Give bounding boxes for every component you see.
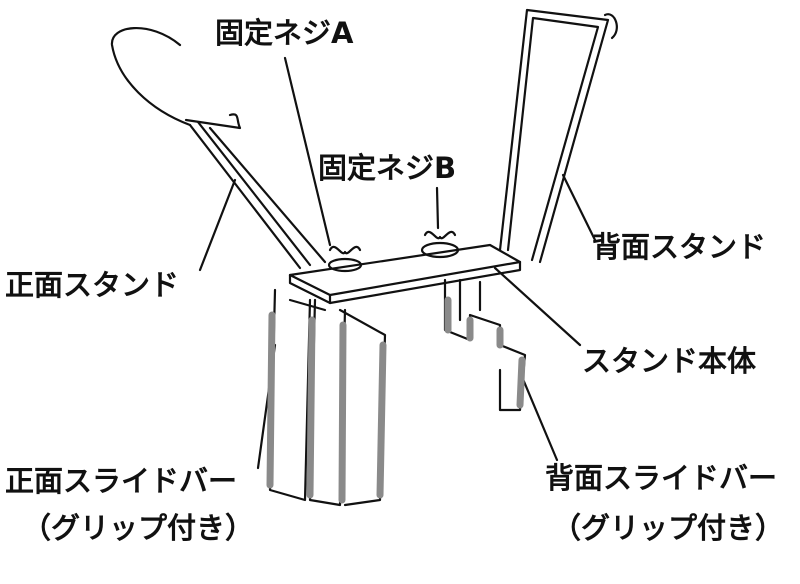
label-front-slide-bar: 正面スライドバー	[5, 464, 238, 498]
stand-body-plate	[288, 243, 522, 297]
front-stand-hook	[110, 27, 192, 127]
label-screw-a: 固定ネジA	[215, 16, 354, 50]
label-stand-body: スタンド本体	[582, 344, 757, 378]
back-stand-frame	[498, 8, 610, 264]
screw-a	[328, 245, 362, 255]
label-back-slide-bar: 背面スライドバー	[545, 461, 778, 495]
label-back-stand: 背面スタンド	[592, 230, 767, 264]
back-slide-bar	[443, 278, 527, 412]
grips	[266, 296, 526, 504]
screw-b	[423, 230, 457, 240]
label-front-slide-bar-note: （グリップ付き）	[22, 511, 255, 545]
front-stand-rail	[188, 123, 302, 270]
front-slide-bar	[268, 288, 312, 502]
label-screw-b: 固定ネジB	[318, 151, 457, 185]
label-front-stand: 正面スタンド	[5, 268, 180, 302]
label-back-slide-bar-note: （グリップ付き）	[552, 511, 785, 545]
